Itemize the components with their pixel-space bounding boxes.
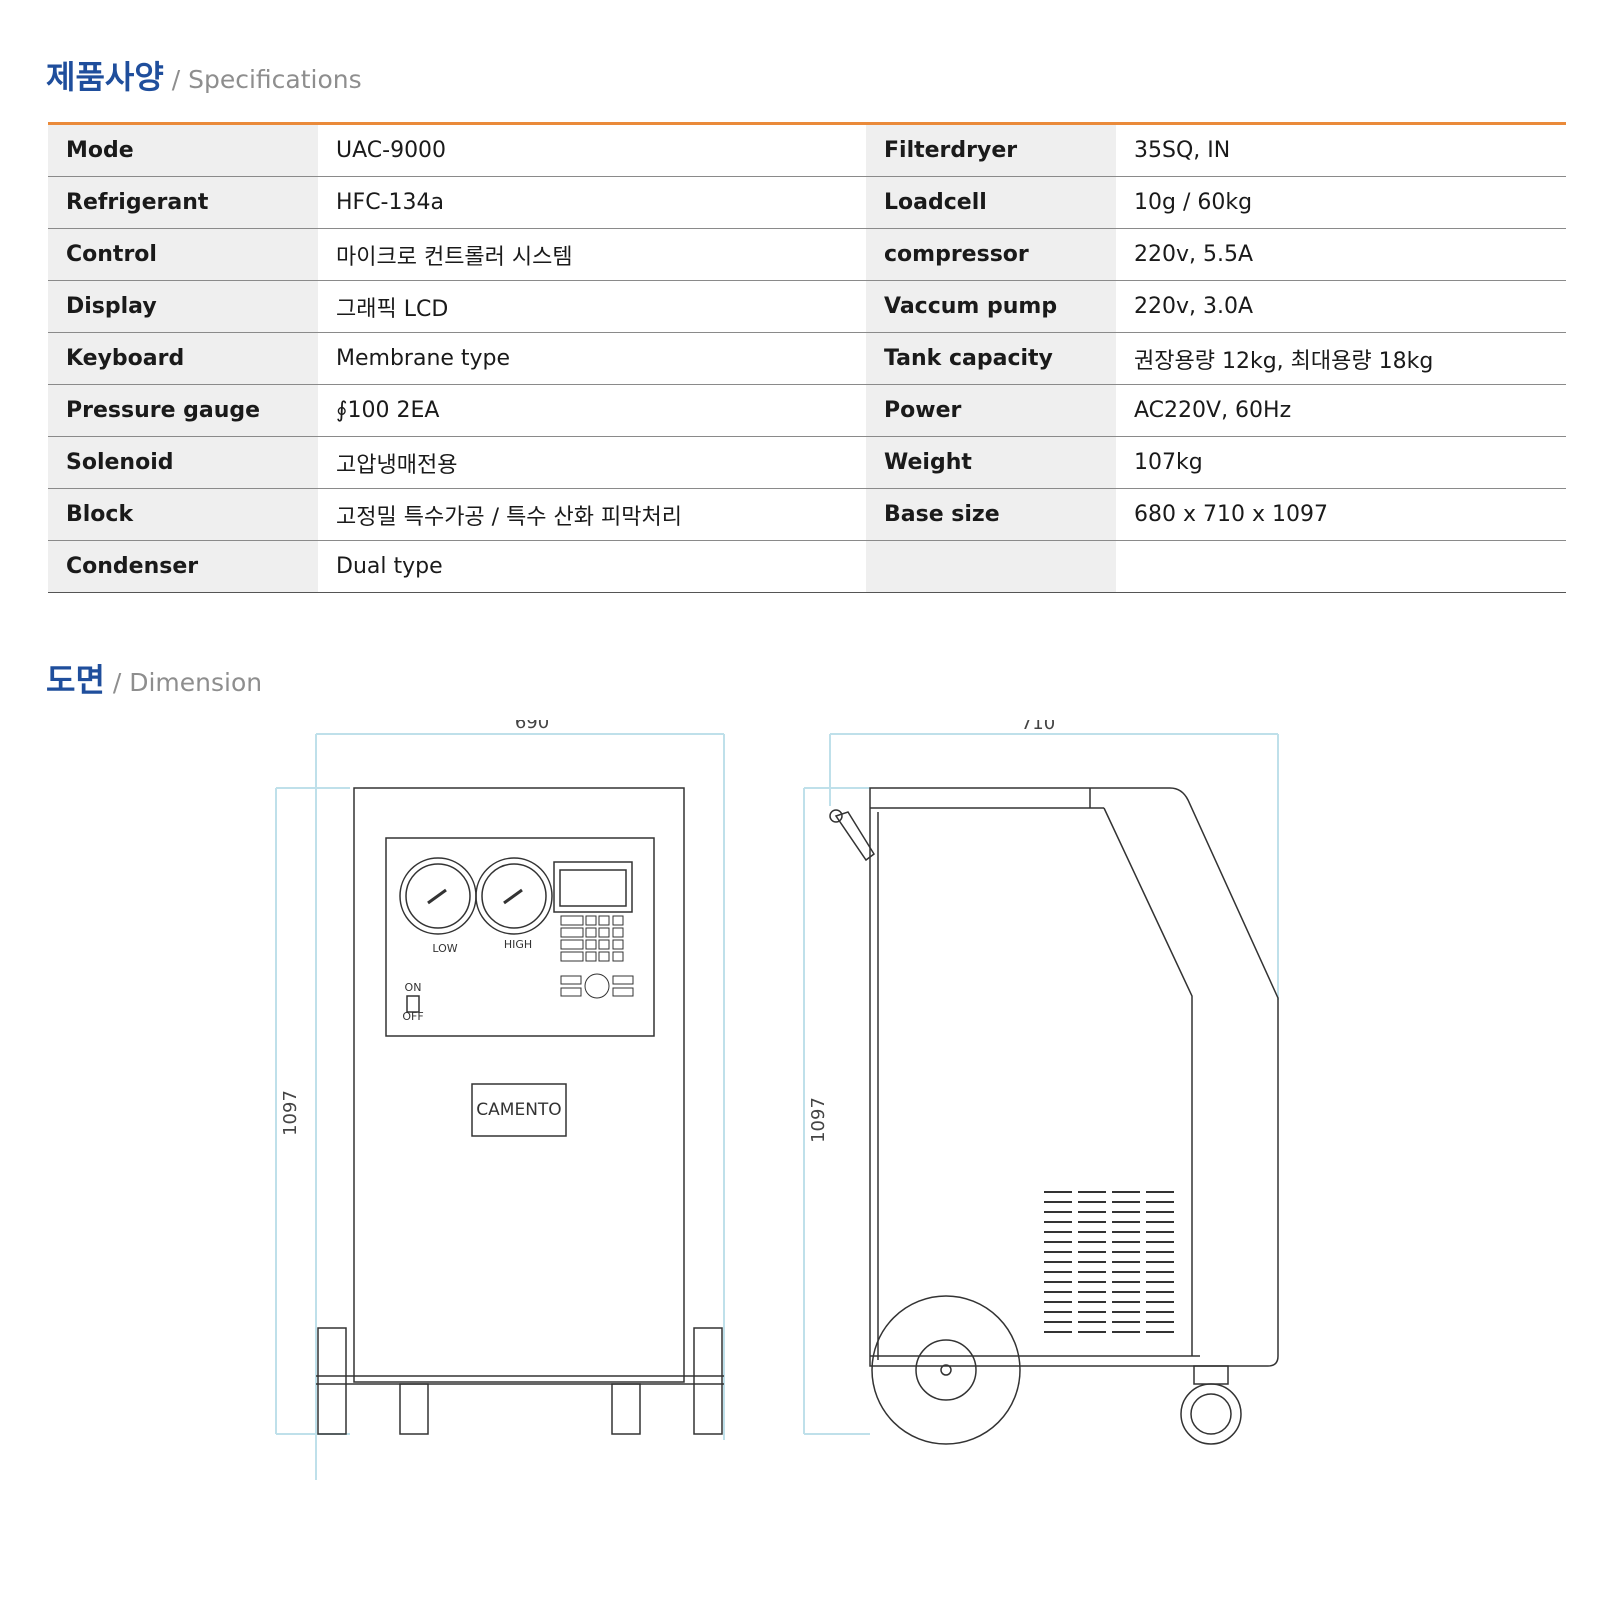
spec-value: AC220V, 60Hz	[1116, 384, 1566, 437]
dimension-title-en: / Dimension	[104, 668, 263, 697]
spec-value: 680 x 710 x 1097	[1116, 488, 1566, 541]
spec-label: Filterdryer	[866, 123, 1116, 177]
switch-on-label: ON	[405, 981, 422, 994]
left-wheel	[317, 1327, 347, 1435]
front-width-label: 690	[515, 720, 549, 733]
high-gauge	[475, 857, 553, 935]
spec-label: Power	[866, 384, 1116, 437]
spec-value: ∮100 2EA	[318, 384, 866, 437]
spec-value: Membrane type	[318, 332, 866, 385]
brand-label: CAMENTO	[476, 1100, 561, 1120]
side-height-dimension-line	[803, 787, 870, 1435]
dimension-drawing: 690 1097 LOW HIGH	[275, 720, 1279, 1480]
right-foot	[611, 1383, 641, 1435]
front-view: 690 1097 LOW HIGH	[275, 720, 725, 1480]
spec-value: 220v, 3.0A	[1116, 280, 1566, 333]
brand-plate	[471, 1083, 567, 1137]
power-switch	[406, 995, 420, 1013]
spec-value: HFC-134a	[318, 176, 866, 229]
spec-label: compressor	[866, 228, 1116, 281]
caster-wheel	[1180, 1365, 1242, 1445]
high-gauge-label: HIGH	[504, 938, 532, 951]
spec-label: Loadcell	[866, 176, 1116, 229]
spec-value: 35SQ, IN	[1116, 123, 1566, 177]
spec-value: 107kg	[1116, 436, 1566, 489]
specifications-heading: 제품사양 / Specifications	[46, 52, 362, 98]
front-body-outline	[353, 787, 685, 1383]
side-width-dimension-line	[829, 733, 1279, 1000]
spec-value: 마이크로 컨트롤러 시스템	[318, 228, 866, 281]
side-height-label: 1097	[808, 1097, 829, 1143]
spec-value: 고압냉매전용	[318, 436, 866, 489]
spec-label: Refrigerant	[48, 176, 318, 229]
side-width-label: 710	[1021, 720, 1055, 734]
large-wheel	[871, 1295, 1021, 1445]
control-panel	[385, 837, 655, 1037]
handle-pivot	[829, 809, 843, 823]
right-wheel	[693, 1327, 723, 1435]
spec-value	[1116, 540, 1566, 593]
spec-value: 권장용량 12kg, 최대용량 18kg	[1116, 332, 1566, 385]
spec-label: Vaccum pump	[866, 280, 1116, 333]
spec-label: Display	[48, 280, 318, 333]
side-inner-panel	[1103, 807, 1193, 1356]
switch-off-label: OFF	[402, 1010, 423, 1023]
spec-label: Block	[48, 488, 318, 541]
spec-label: Pressure gauge	[48, 384, 318, 437]
lcd-display	[553, 861, 633, 913]
spec-label: Keyboard	[48, 332, 318, 385]
spec-label	[866, 540, 1116, 593]
specifications-title-en: / Specifications	[163, 65, 362, 94]
spec-label: Weight	[866, 436, 1116, 489]
spec-value: 그래픽 LCD	[318, 280, 866, 333]
keypad	[560, 915, 634, 999]
low-gauge	[399, 857, 477, 935]
spec-label: Control	[48, 228, 318, 281]
side-handle	[834, 811, 875, 862]
spec-label: Solenoid	[48, 436, 318, 489]
specifications-title-ko: 제품사양	[46, 58, 164, 96]
left-foot	[399, 1383, 429, 1435]
spec-label: Mode	[48, 123, 318, 177]
condenser-vent-grille	[1044, 1191, 1174, 1333]
spec-label: Condenser	[48, 540, 318, 593]
side-body-outline	[869, 787, 1279, 1367]
spec-label: Base size	[866, 488, 1116, 541]
spec-label: Tank capacity	[866, 332, 1116, 385]
dimension-title-ko: 도면	[46, 661, 105, 699]
dimension-heading: 도면 / Dimension	[46, 655, 262, 701]
lcd-screen	[559, 869, 627, 907]
spec-value: 고정밀 특수가공 / 특수 산화 피막처리	[318, 488, 866, 541]
side-view: 710 1097	[803, 720, 1279, 1445]
spec-value: 220v, 5.5A	[1116, 228, 1566, 281]
spec-value: Dual type	[318, 540, 866, 593]
spec-value: UAC-9000	[318, 123, 866, 177]
front-width-dimension-line	[315, 733, 725, 1480]
front-height-label: 1097	[280, 1090, 301, 1136]
spec-value: 10g / 60kg	[1116, 176, 1566, 229]
low-gauge-label: LOW	[432, 942, 457, 955]
